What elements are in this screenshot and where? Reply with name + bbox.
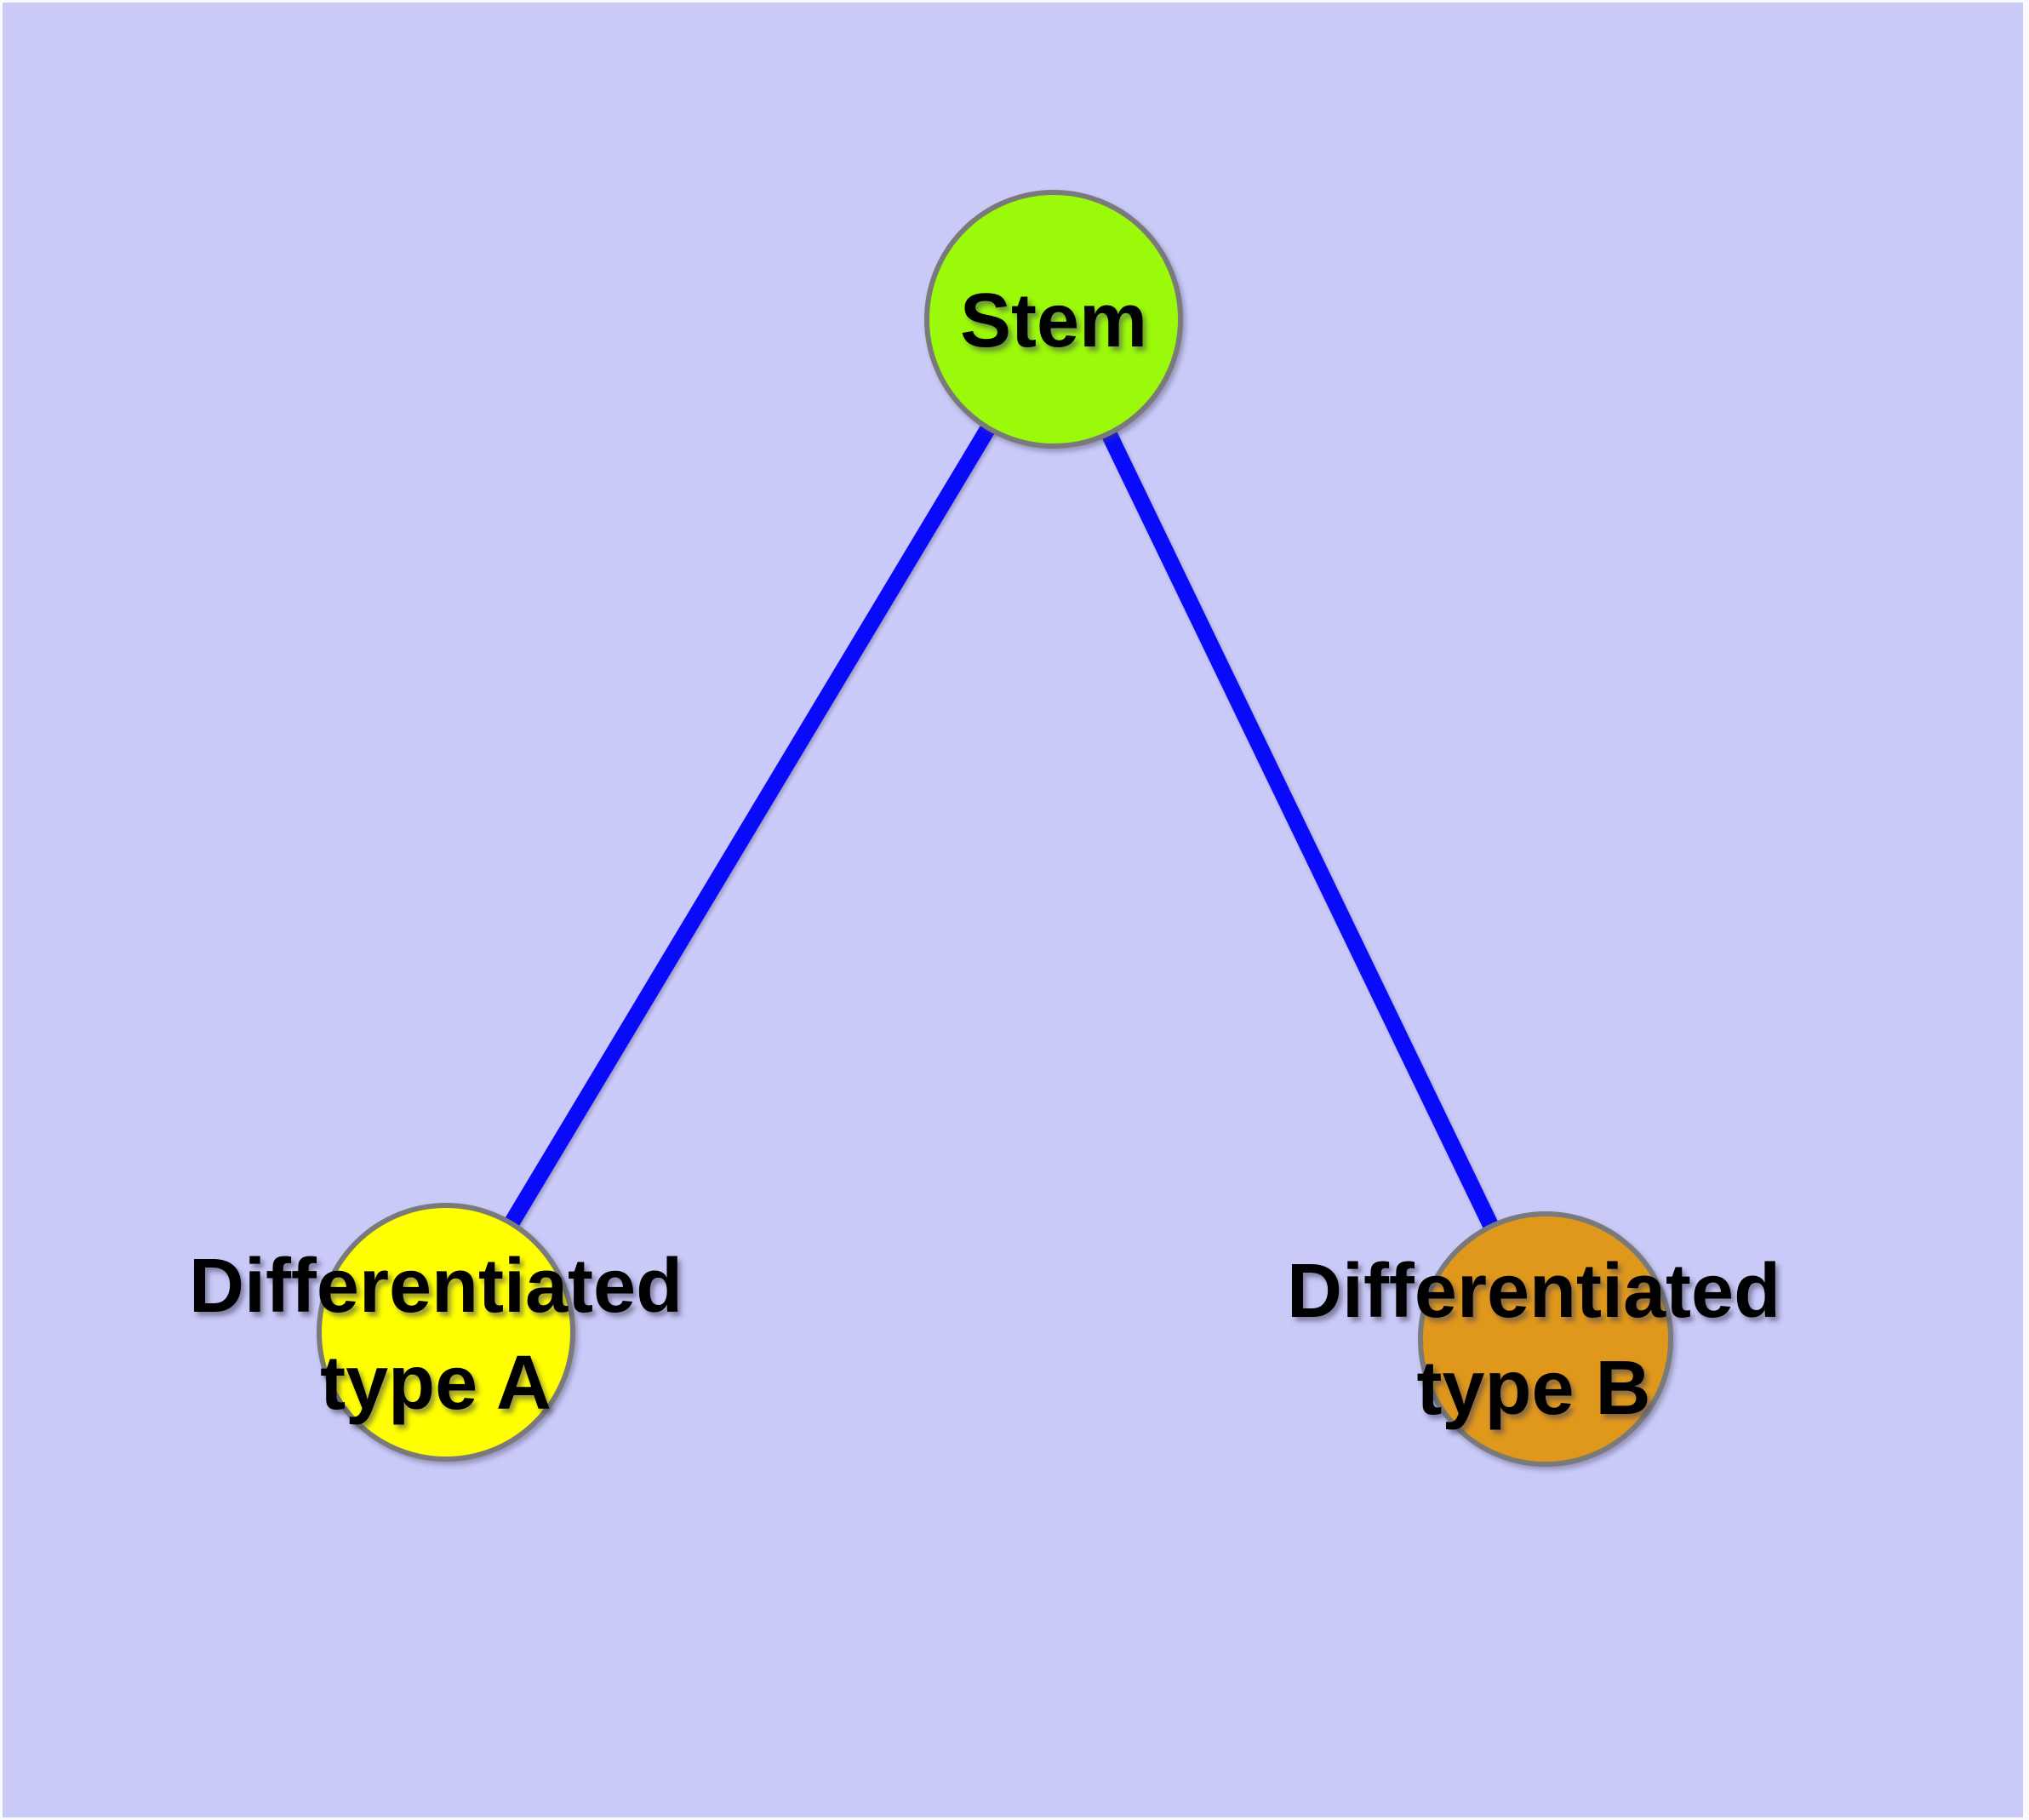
edge-stem-to-type-b [1046, 315, 1553, 1343]
edge-stem-to-type-a [438, 315, 1061, 1336]
type-b-node-circle [1418, 1211, 1673, 1467]
stem-node-label: Stem [960, 272, 1147, 369]
stem-node-circle [924, 190, 1183, 449]
type-b-label-line1: Differentiated [1286, 1249, 1781, 1334]
type-a-node-circle [317, 1203, 575, 1462]
type-a-label-line1: Differentiated [188, 1244, 683, 1329]
stem-label-text: Stem [959, 278, 1148, 363]
type-a-node-label: Differentiated type A [189, 1238, 683, 1432]
type-b-node-label: Differentiated type B [1287, 1243, 1780, 1437]
type-a-label-line2: type A [320, 1341, 552, 1426]
type-b-label-line2: type B [1416, 1346, 1651, 1431]
